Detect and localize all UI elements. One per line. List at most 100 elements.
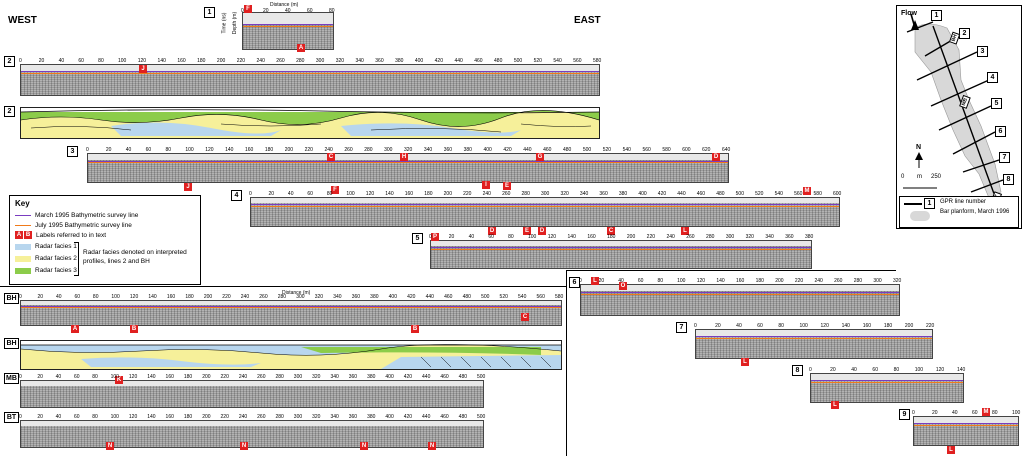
distance-axis-label: Distance (m) (270, 2, 299, 8)
tick-label: 40 (952, 410, 958, 416)
tick-label: 80 (657, 278, 664, 284)
tick-label: 500 (582, 147, 592, 153)
location-map: Flow N 0 m 250 1 2 3 4 5 6 7 8 9 BH MB B… (896, 5, 1022, 229)
tick-label: 0 (86, 147, 89, 153)
tick-label: 100 (117, 58, 127, 64)
map-legend-badge: 1 (924, 198, 935, 209)
marker-m: M (803, 187, 811, 195)
tick-label: 180 (424, 191, 433, 197)
tick-label: 420 (407, 294, 416, 300)
marker-a: A (297, 44, 305, 52)
tick-label: 220 (220, 374, 229, 380)
tick-label: 540 (622, 147, 631, 153)
tick-label: 280 (706, 234, 715, 240)
tick-label: 80 (92, 374, 98, 380)
tick-label: 520 (499, 294, 508, 300)
gpr-profile-1 (242, 12, 334, 50)
tick-label: 240 (238, 374, 248, 380)
key-label: Labels referred to in text (36, 231, 107, 239)
tick-label: 60 (74, 294, 80, 300)
gpr-profile-4 (250, 197, 840, 227)
tick-label: 240 (238, 414, 248, 420)
gpr-profile-3 (87, 153, 729, 183)
profile-number-7: 7 (676, 322, 687, 333)
tick-label: 200 (216, 58, 226, 64)
profile-number-4: 4 (231, 190, 242, 201)
tick-label: 40 (618, 278, 624, 284)
tick-label: 180 (197, 58, 206, 64)
tick-label: 80 (893, 367, 900, 373)
tick-label: 80 (326, 191, 333, 197)
tick-label: 280 (277, 294, 287, 300)
marker-d: D (538, 227, 546, 235)
tick-label: 40 (55, 294, 62, 300)
tick-label: 120 (128, 374, 138, 380)
tick-label: 40 (736, 323, 742, 329)
tick-label: 20 (715, 323, 721, 329)
marker-g: G (536, 153, 544, 161)
tick-label: 460 (474, 58, 483, 64)
tick-label: 340 (330, 414, 339, 420)
tick-label: 160 (862, 323, 872, 329)
key-row-july: July 1995 Bathymetric survey line (15, 222, 132, 229)
tick-label: 40 (125, 147, 132, 153)
profile-number-6: 6 (569, 277, 580, 288)
tick-label: 220 (236, 58, 246, 64)
tick-label: 160 (404, 191, 414, 197)
profile-number-bh: BH (4, 293, 19, 304)
tick-label: 0 (912, 410, 915, 416)
tick-label: 440 (422, 374, 431, 380)
divider-horizontal-east (566, 270, 896, 271)
tick-label: 240 (256, 58, 265, 64)
tick-label: 360 (785, 234, 794, 240)
tick-label: 120 (547, 234, 557, 240)
tick-label: 380 (395, 58, 404, 64)
marker-h: H (400, 153, 408, 161)
tick-label: 220 (222, 294, 231, 300)
marker-d: D (712, 153, 720, 161)
tick-label: 200 (904, 323, 914, 329)
tick-label: 340 (579, 191, 589, 197)
tick-label: 80 (92, 414, 98, 420)
bar-planform-swatch (910, 211, 930, 221)
marker-j: J (139, 65, 147, 73)
tick-label: 300 (873, 278, 882, 284)
tick-label: 40 (285, 8, 291, 14)
tick-label: 360 (443, 147, 453, 153)
profile-number-bh-interpreted: BH (4, 338, 19, 349)
map-legend-label: Bar planform, March 1996 (940, 209, 1010, 215)
tick-label: 60 (145, 147, 152, 153)
legend-key: Key March 1995 Bathymetric survey line J… (9, 195, 201, 285)
map-line-number-2: 2 (959, 28, 970, 39)
tick-label: 160 (165, 374, 174, 380)
tick-label: 280 (275, 414, 284, 420)
tick-label: 120 (935, 367, 945, 373)
tick-label: 320 (312, 414, 321, 420)
tick-label: 0 (249, 191, 252, 197)
interpreted-profile-bh (20, 340, 562, 370)
tick-label: 180 (185, 294, 194, 300)
profile-number-9: 9 (899, 409, 910, 420)
tick-label: 340 (355, 58, 364, 64)
tick-label: 400 (388, 294, 397, 300)
gpr-profile-9 (913, 416, 1019, 446)
scale-max: 250 (931, 174, 942, 180)
tick-label: 580 (555, 294, 564, 300)
tick-label: 420 (403, 414, 413, 420)
map-legend-label: GPR line number (940, 199, 987, 205)
marker-n: N (240, 442, 248, 450)
flow-label: Flow (901, 10, 917, 17)
key-brace-note: Radar facies denoted on interpreted prof… (83, 249, 187, 265)
marker-c: C (607, 227, 615, 235)
tick-label: 260 (686, 234, 695, 240)
tick-label: 500 (477, 414, 486, 420)
brace-icon (74, 242, 79, 276)
tick-label: 440 (425, 294, 434, 300)
tick-label: 580 (813, 191, 822, 197)
tick-label: 460 (440, 414, 449, 420)
tick-label: 120 (137, 58, 147, 64)
tick-label: 100 (677, 278, 686, 284)
tick-label: 240 (324, 147, 333, 153)
marker-b: B (130, 325, 138, 333)
tick-label: 60 (637, 278, 644, 284)
